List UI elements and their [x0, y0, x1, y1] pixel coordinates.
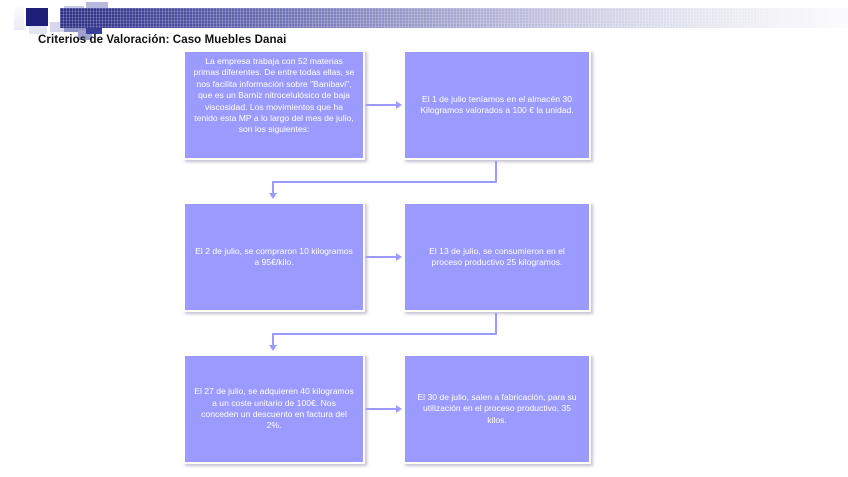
flow-node-3[interactable]: El 2 de julio, se compraron 10 kilogramo… — [183, 202, 365, 312]
flow-node-6[interactable]: El 30 de julio, salen a fabricación, par… — [403, 354, 591, 464]
flow-node-1-text: La empresa trabaja con 52 materias prima… — [193, 56, 355, 135]
flow-node-3-text: El 2 de julio, se compraron 10 kilogramo… — [195, 245, 353, 267]
header-decoration-band — [0, 0, 848, 40]
decor-square-1 — [14, 4, 24, 30]
decor-square-4 — [50, 12, 62, 24]
flow-node-4[interactable]: El 13 de julio, se consumieron en el pro… — [403, 202, 591, 312]
connector-node5-node6 — [366, 408, 397, 410]
decor-square-5 — [50, 22, 64, 32]
arrowhead-down-icon-1 — [269, 193, 277, 199]
decor-square-11 — [78, 30, 92, 40]
flow-node-2[interactable]: El 1 de julio teníamos en el almacén 30 … — [403, 50, 591, 160]
decor-square-3 — [29, 26, 47, 34]
flow-node-4-text: El 13 de julio, se consumieron en el pro… — [429, 245, 565, 267]
decor-square-2 — [26, 8, 48, 26]
connector-node3-node4 — [366, 256, 397, 258]
flow-node-2-text: El 1 de julio teníamos en el almacén 30 … — [420, 93, 574, 115]
connector-node4-node5-seg3 — [272, 333, 274, 347]
arrowhead-right-icon-2 — [396, 253, 402, 261]
arrowhead-down-icon-2 — [269, 345, 277, 351]
flow-node-1[interactable]: La empresa trabaja con 52 materias prima… — [183, 50, 365, 160]
connector-node2-node3-seg3 — [272, 181, 274, 195]
header-gradient-bar — [60, 8, 848, 28]
connector-node4-node5-seg1 — [495, 313, 497, 334]
connector-node2-node3-seg1 — [495, 161, 497, 182]
flow-node-5-text: El 27 de julio, se adquieren 40 kilogram… — [194, 386, 354, 431]
connector-node1-node2 — [366, 104, 397, 106]
connector-node4-node5-seg2 — [272, 333, 497, 335]
arrowhead-right-icon-1 — [396, 101, 402, 109]
connector-node2-node3-seg2 — [272, 181, 497, 183]
arrowhead-right-icon-3 — [396, 405, 402, 413]
flow-node-5[interactable]: El 27 de julio, se adquieren 40 kilogram… — [183, 354, 365, 464]
decor-square-6 — [64, 0, 84, 8]
page-title: Criterios de Valoración: Caso Muebles Da… — [38, 34, 287, 46]
flow-node-6-text: El 30 de julio, salen a fabricación, par… — [417, 391, 577, 425]
